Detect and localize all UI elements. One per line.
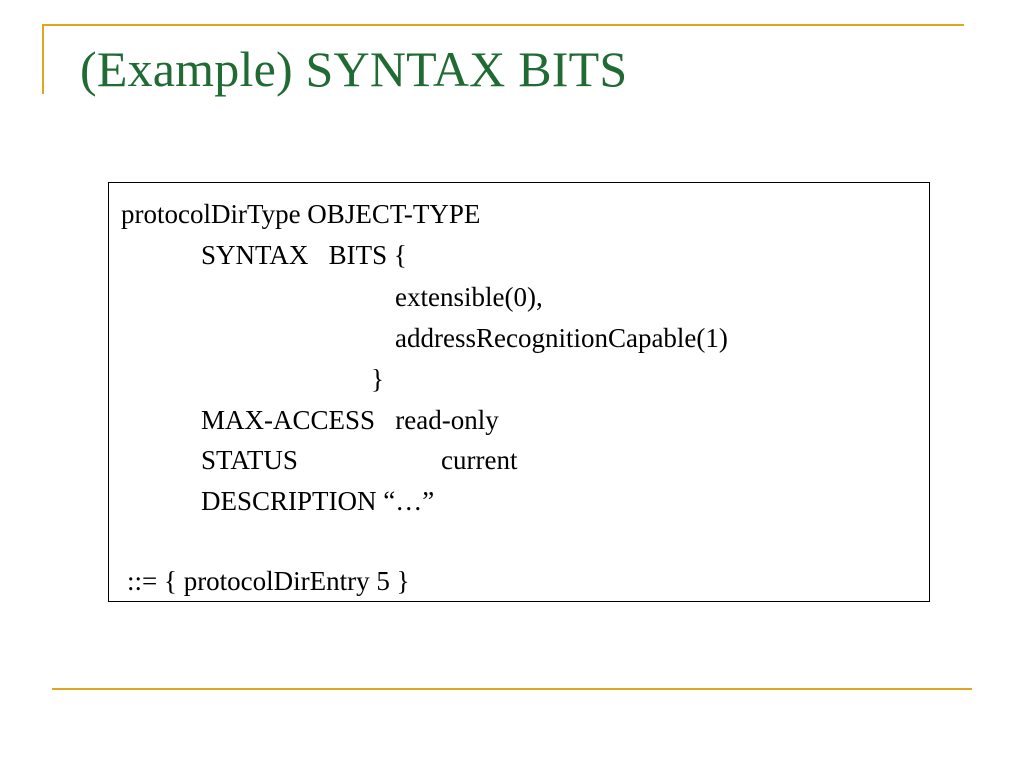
code-line-address-recognition: addressRecognitionCapable(1): [395, 323, 728, 353]
code-line-object-type: protocolDirType OBJECT-TYPE: [121, 199, 481, 229]
code-box: protocolDirType OBJECT-TYPE SYNTAX BITS …: [108, 182, 930, 602]
bottom-rule: [52, 688, 972, 690]
accent-top-line: [42, 24, 964, 26]
code-line-syntax: SYNTAX BITS {: [201, 240, 407, 270]
slide-title: (Example) SYNTAX BITS: [80, 41, 628, 97]
code-line-status-value: current: [441, 445, 518, 475]
code-line-max-access: MAX-ACCESS read-only: [201, 405, 499, 435]
code-line-extensible: extensible(0),: [395, 282, 543, 312]
accent-vertical-line: [42, 24, 44, 94]
code-line-description: DESCRIPTION “…”: [201, 486, 435, 516]
code-line-status-label: STATUS: [201, 445, 298, 475]
code-line-close-brace: }: [371, 364, 384, 394]
code-line-assignment: ::= { protocolDirEntry 5 }: [127, 566, 410, 596]
